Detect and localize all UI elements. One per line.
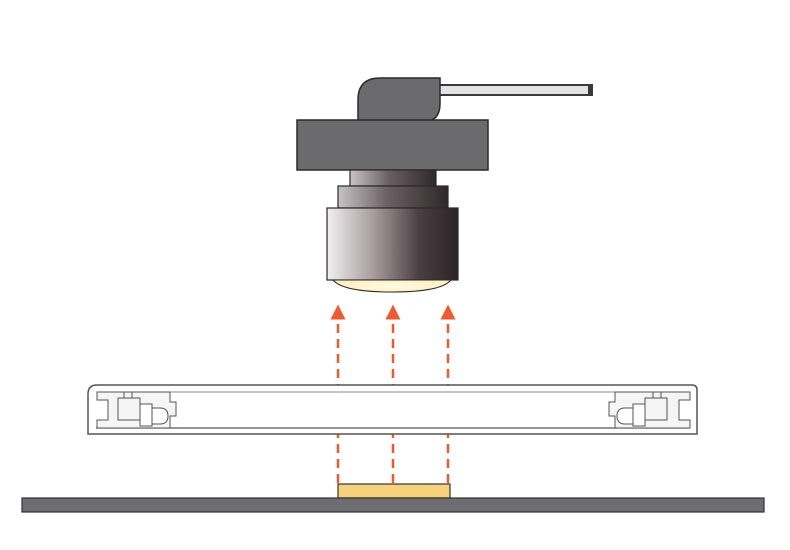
ring-light-right-section (608, 391, 691, 429)
camera-icon (296, 77, 593, 293)
light-path-arrows (330, 304, 456, 483)
camera-neck-lower (337, 185, 449, 209)
camera-body (296, 119, 489, 171)
camera-neck-upper (349, 169, 437, 187)
ring-light-left-section (96, 391, 177, 429)
camera-cable (440, 84, 593, 96)
led-left (151, 407, 169, 425)
ring-light-housing (87, 384, 698, 435)
led-right (616, 407, 634, 425)
sample-icon (337, 483, 451, 499)
camera-connector (357, 77, 441, 123)
stage-icon (21, 497, 765, 513)
lens-barrel (326, 207, 459, 281)
lens-glow (331, 279, 453, 293)
ring-light-icon (87, 384, 698, 435)
